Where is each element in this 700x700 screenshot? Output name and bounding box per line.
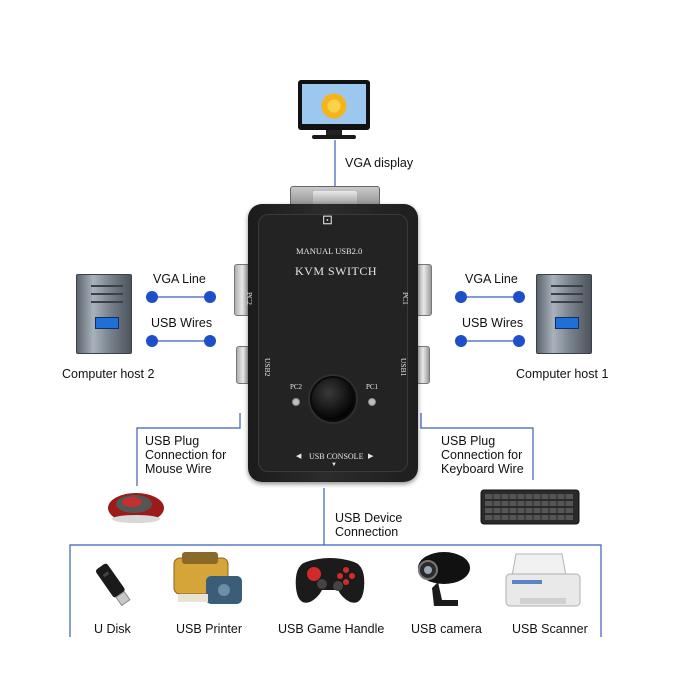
computer-tower-icon xyxy=(536,274,592,354)
vga-port-pc1 xyxy=(416,264,432,316)
kvm-logo-icon: ⊡ xyxy=(322,212,333,227)
device-model-label: MANUAL USB2.0 xyxy=(296,246,363,256)
computer-host-1-label: Computer host 1 xyxy=(516,367,609,381)
port-label-usb1: USB1 xyxy=(399,358,408,377)
usb-wires-label-right: USB Wires xyxy=(462,316,524,330)
scanner-icon xyxy=(505,553,581,607)
device-name-label: KVM SWITCH xyxy=(295,264,377,278)
vga-line-label-right: VGA Line xyxy=(465,272,518,286)
console-label: USB CONSOLE xyxy=(309,452,364,461)
port-label-pc2: PC2 xyxy=(245,292,254,305)
mouse-icon xyxy=(108,493,164,523)
kvm-switch-device xyxy=(248,204,418,482)
usb-plug-mouse-label: USB Plug Connection for Mouse Wire xyxy=(145,434,227,476)
gamepad-icon xyxy=(295,558,365,603)
arrow-left-icon: ◀ xyxy=(296,452,302,460)
arrow-right-icon: ▶ xyxy=(368,452,374,460)
vga-display-label: VGA display xyxy=(345,156,414,170)
usb-port-1 xyxy=(416,346,430,384)
switch-button[interactable] xyxy=(310,376,356,422)
computer-host-2-label: Computer host 2 xyxy=(62,367,155,381)
peripheral-label-usb-game-handle: USB Game Handle xyxy=(278,622,385,636)
usb-wires-label-left: USB Wires xyxy=(151,316,213,330)
vga-top-port xyxy=(290,186,380,208)
usb-device-connection-label: USB Device Connection xyxy=(335,511,403,539)
keyboard-icon xyxy=(480,489,580,525)
led-pc2-icon xyxy=(292,398,300,406)
peripheral-label-usb-printer: USB Printer xyxy=(176,622,242,636)
peripheral-label-u-disk: U Disk xyxy=(94,622,131,636)
led-pc1-icon xyxy=(368,398,376,406)
computer-tower-icon xyxy=(76,274,132,354)
arrow-down-icon: ▼ xyxy=(331,462,337,468)
peripheral-label-usb-camera: USB camera xyxy=(411,622,482,636)
led-label-pc2: PC2 xyxy=(290,383,303,391)
usb-plug-keyboard-label: USB Plug Connection for Keyboard Wire xyxy=(441,434,524,476)
peripheral-label-usb-scanner: USB Scanner xyxy=(512,622,588,636)
port-label-usb2: USB2 xyxy=(263,358,272,377)
usb-flash-drive-icon xyxy=(96,563,131,607)
printer-icon xyxy=(173,552,242,604)
webcam-icon xyxy=(418,552,470,606)
vga-line-label-left: VGA Line xyxy=(153,272,206,286)
led-label-pc1: PC1 xyxy=(366,383,379,391)
port-label-pc1: PC1 xyxy=(401,292,410,305)
